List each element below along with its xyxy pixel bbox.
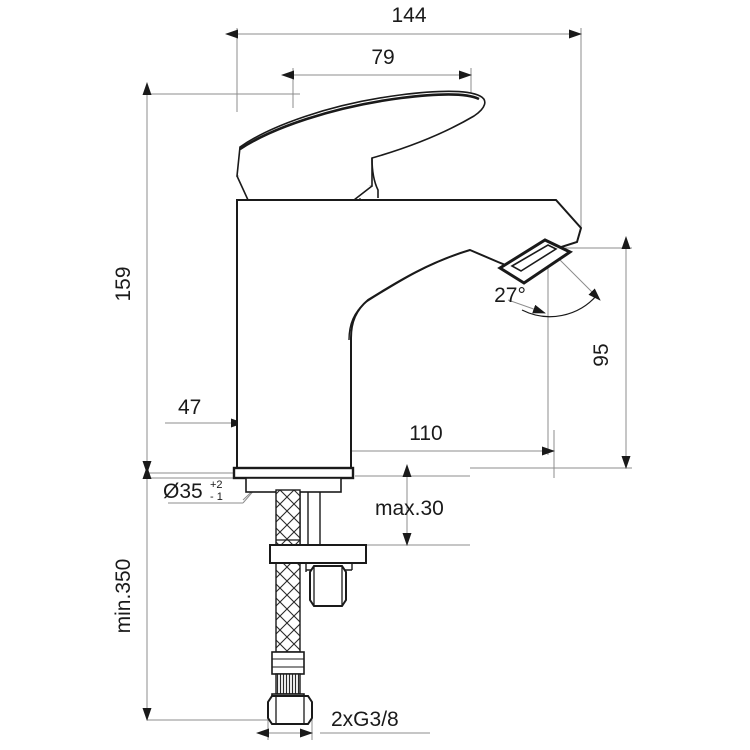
dim-text-110: 110: [409, 422, 442, 445]
shank-assembly: [267, 489, 367, 725]
aerator-outlet: [497, 238, 574, 285]
hose-ferrule: [271, 651, 305, 703]
dim-text-95: 95: [590, 343, 613, 366]
dim-text-79: 79: [371, 46, 394, 69]
lever-handle: [236, 90, 486, 206]
dim-text-47: 47: [178, 396, 201, 419]
faucet-drawing: [232, 90, 583, 725]
braided-hose: [275, 489, 301, 653]
dim-text-tolerance-lower: - 1: [210, 491, 223, 503]
dim-text-min350: min.350: [112, 559, 135, 634]
thread-coupling-hex: [267, 695, 313, 725]
dim-text-159: 159: [112, 266, 135, 301]
dim-text-angle: 27°: [494, 284, 526, 307]
angle-arc-27: [521, 294, 598, 318]
dim-text-144: 144: [391, 4, 426, 27]
base-plate: [232, 466, 355, 493]
mounting-plate: [269, 544, 367, 564]
dim-text-tolerance-upper: +2: [210, 479, 223, 491]
dim-text-diameter: Ø35: [163, 480, 203, 503]
dim-text-thread: 2xG3/8: [331, 708, 399, 731]
dim-text-max30: max.30: [375, 497, 444, 520]
hex-nut-upper: [309, 565, 347, 607]
